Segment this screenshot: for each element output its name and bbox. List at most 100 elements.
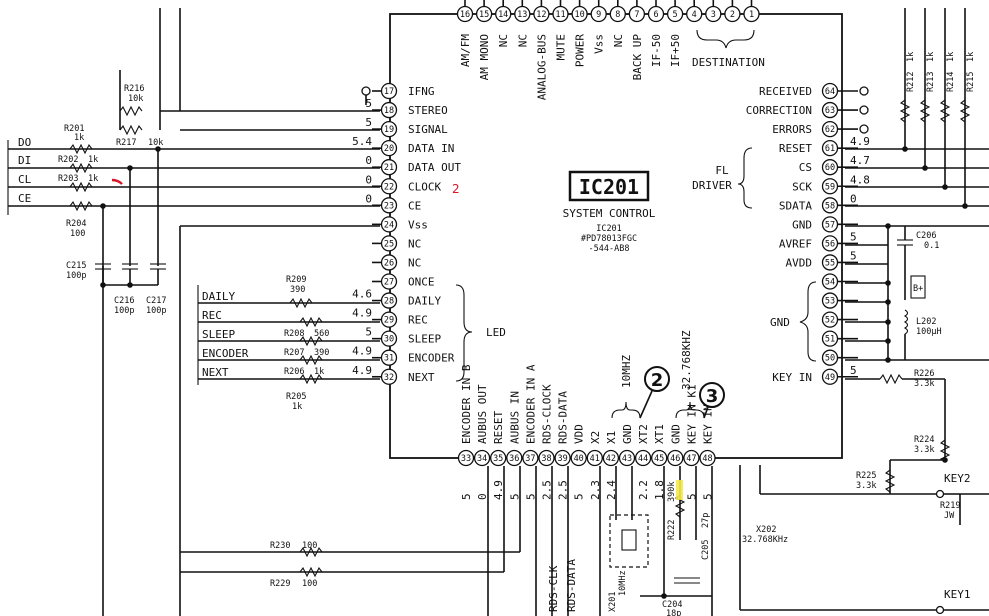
pin-circle-7 <box>628 5 646 23</box>
pin-name-26: NC <box>408 256 421 269</box>
r212-value: 1k <box>906 52 916 62</box>
r209-label: R209 <box>286 275 306 285</box>
pin-circle-50 <box>821 349 839 366</box>
pin-voltage-56: 5 <box>850 230 857 243</box>
r215-value: 1k <box>966 52 976 62</box>
bottom-wiring <box>180 466 713 616</box>
pin-name-18: STEREO <box>408 104 448 117</box>
pin-name-30: SLEEP <box>408 333 441 346</box>
pin-voltage-60: 4.7 <box>850 154 870 167</box>
r203-value: 1k <box>88 174 98 184</box>
gnd-brace <box>799 281 817 362</box>
pin-number-51: 51 <box>825 335 835 345</box>
net-ce: CE <box>18 192 31 205</box>
r202-value: 1k <box>88 155 98 165</box>
pin-name-25: NC <box>408 237 421 250</box>
pin-circle-27 <box>380 273 398 290</box>
r225-label: R225 <box>856 471 876 481</box>
pin-number-44: 44 <box>638 454 648 464</box>
pin-voltage-41: 2.3 <box>589 480 602 500</box>
batt-label: B+ <box>913 284 923 294</box>
pin-number-3: 3 <box>711 10 716 20</box>
pin-circle-6 <box>647 5 665 23</box>
pin-voltage-32: 4.9 <box>352 364 372 377</box>
pin-name-13: NC <box>516 34 529 47</box>
net-di: DI <box>18 154 31 167</box>
pin-number-23: 23 <box>384 201 394 211</box>
pin-number-4: 4 <box>692 10 697 20</box>
pin-number-1: 1 <box>749 10 754 20</box>
pin-voltage-19: 5 <box>365 116 372 129</box>
pin-number-31: 31 <box>384 354 394 364</box>
led-nets <box>197 285 380 385</box>
c215-label: C215 <box>66 261 86 271</box>
pin-number-28: 28 <box>384 297 394 307</box>
led-brace <box>455 284 473 382</box>
c204-label: C204 <box>662 600 682 610</box>
pin-number-7: 7 <box>634 10 639 20</box>
pin-number-9: 9 <box>596 10 601 20</box>
pin-voltage-21: 0 <box>365 154 372 167</box>
x202-label: X202 <box>756 525 776 535</box>
pin-name-42: X1 <box>605 431 618 444</box>
led-net-rec: REC <box>202 309 222 322</box>
destination-brace <box>696 29 755 49</box>
c205-value: 27p <box>701 513 711 528</box>
r226-label: R226 <box>914 369 934 379</box>
pin-circle-29 <box>380 311 398 328</box>
pin-number-63: 63 <box>825 106 835 116</box>
fl-label: FL <box>715 164 729 177</box>
pin-number-59: 59 <box>825 182 835 192</box>
pin-number-6: 6 <box>653 10 658 20</box>
r213-label: R213 <box>926 72 936 92</box>
pin-name-63: CORRECTION <box>746 104 812 117</box>
pin-number-26: 26 <box>384 258 394 268</box>
right-pin-group: 64RECEIVED63CORRECTION62ERRORS61RESET4.9… <box>746 82 870 385</box>
pin-voltage-37: 5 <box>524 493 537 500</box>
pin-number-34: 34 <box>477 454 487 464</box>
pin-circle-55 <box>821 254 839 271</box>
r230-value: 100 <box>302 541 317 551</box>
pin-number-58: 58 <box>825 201 835 211</box>
l202-value: 100µH <box>916 327 942 337</box>
pin-voltage-39: 2.5 <box>557 480 570 500</box>
pin-voltage-40: 5 <box>573 493 586 500</box>
pin-voltage-29: 4.9 <box>352 307 372 320</box>
pin-voltage-31: 4.9 <box>352 345 372 358</box>
pin-name-20: DATA IN <box>408 142 454 155</box>
pin-circle-45 <box>651 449 668 467</box>
pin-circle-61 <box>821 139 839 157</box>
pin-name-17: IFNG <box>408 85 435 98</box>
pin-name-37: ENCODER IN A <box>524 364 537 444</box>
pin-name-61: RESET <box>779 142 812 155</box>
pin-number-14: 14 <box>498 10 508 20</box>
pin-voltage-44: 2.2 <box>637 480 650 500</box>
pin-name-12: ANALOG-BUS <box>535 34 548 100</box>
pin-circle-49 <box>821 368 839 385</box>
pin-circle-19 <box>380 120 398 138</box>
pin-number-18: 18 <box>384 106 394 116</box>
pin-voltage-22: 0 <box>365 173 372 186</box>
r214-label: R214 <box>946 72 956 92</box>
pin-number-27: 27 <box>384 278 394 288</box>
r207-label: R207 <box>284 348 304 358</box>
pin-circle-53 <box>821 292 839 309</box>
pin-name-28: DAILY <box>408 295 441 308</box>
r224-label: R224 <box>914 435 934 445</box>
pin-number-50: 50 <box>825 354 835 364</box>
pin-name-7: BACK UP <box>631 34 644 81</box>
pin-name-16: AM/FM <box>459 34 472 67</box>
pin-circle-51 <box>821 330 839 347</box>
c205-label: C205 <box>701 540 711 560</box>
pin-name-24: Vss <box>408 218 428 231</box>
pin-circle-2 <box>724 5 741 23</box>
pin-name-59: SCK <box>792 180 812 193</box>
pin-name-9: Vss <box>593 34 606 54</box>
c204-value: 18p <box>666 609 681 616</box>
pin-name-35: RESET <box>492 411 505 444</box>
c216-value: 100p <box>114 306 134 316</box>
pin-number-20: 20 <box>384 144 394 154</box>
pin-circle-36 <box>506 449 523 467</box>
